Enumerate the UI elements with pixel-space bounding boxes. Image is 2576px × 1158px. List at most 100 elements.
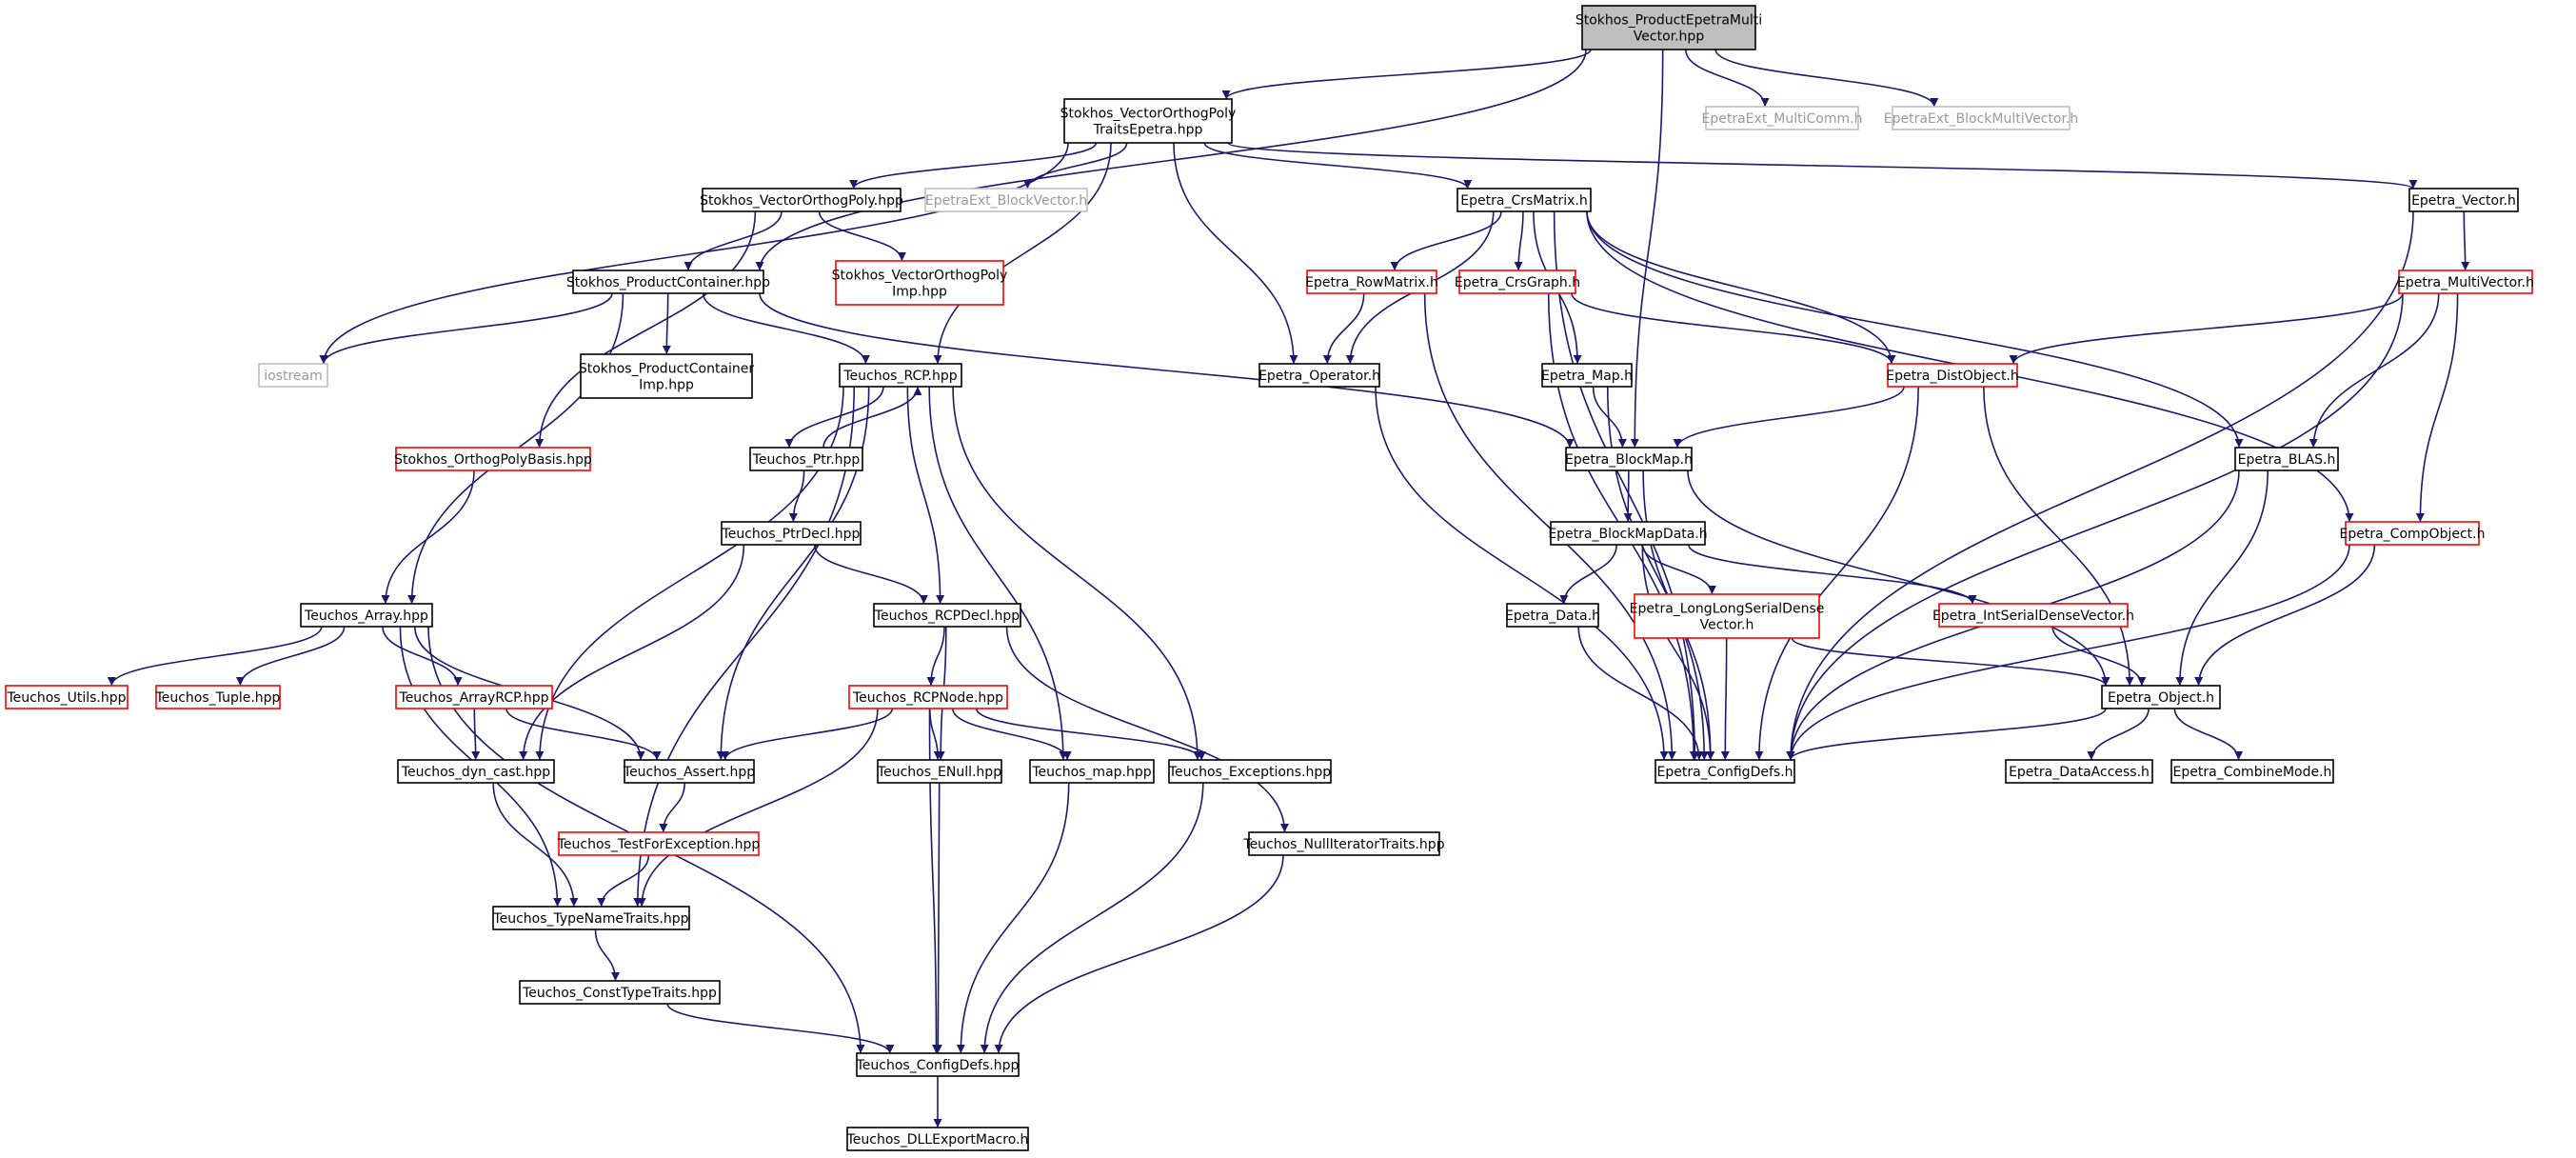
node-multicomm[interactable]: EpetraExt_MultiComm.h [1702,106,1863,130]
node-exceptions[interactable]: Teuchos_Exceptions.hpp [1168,759,1332,784]
node-assert[interactable]: Teuchos_Assert.hpp [623,759,755,784]
node-typename[interactable]: Teuchos_TypeNameTraits.hpp [492,906,690,930]
node-label: Stokhos_VectorOrthogPoly.hpp [700,193,903,209]
node-label: EpetraExt_BlockVector.h [925,193,1087,209]
edge-rcpnode-to-tmap [952,708,1072,761]
node-blockmapdata[interactable]: Epetra_BlockMapData.h [1548,521,1708,546]
edge-root-to-blockmap [1630,49,1664,449]
node-prodcont[interactable]: Stokhos_ProductContainer.hpp [566,270,770,294]
node-box [1458,270,1576,294]
node-label: Imp.hpp [892,285,947,300]
node-label: Teuchos_PtrDecl.hpp [722,527,861,542]
node-compobject[interactable]: Epetra_CompObject.h [2340,521,2486,546]
edge-votp-to-vector [1227,142,2418,190]
edge-object-to-combinemode [2173,708,2244,761]
node-consttype[interactable]: Teuchos_ConstTypeTraits.hpp [519,980,721,1005]
node-utils[interactable]: Teuchos_Utils.hpp [5,685,129,709]
node-box [155,685,281,709]
node-box [1248,831,1440,856]
edge-crsmatrix-to-crsgraph [1514,210,1524,271]
edge-crsmatrix-to-configdefs [1553,210,1699,761]
node-box [1506,603,1599,628]
edge-intserial-to-object [2051,626,2147,687]
node-ptr[interactable]: Teuchos_Ptr.hpp [749,447,863,471]
node-rcpnode[interactable]: Teuchos_RCPNode.hpp [848,685,1008,709]
edge-rcpnode-to-assert [721,708,894,761]
node-object[interactable]: Epetra_Object.h [2101,685,2221,709]
node-dllexport[interactable]: Teuchos_DLLExportMacro.h [846,1127,1029,1151]
node-crsmatrix[interactable]: Epetra_CrsMatrix.h [1456,188,1592,212]
edge-rcpdecl-to-rcpnode [926,626,945,687]
node-dyncast[interactable]: Teuchos_dyn_cast.hpp [397,759,555,784]
node-orthopoly[interactable]: Stokhos_OrthogPolyBasis.hpp [394,447,592,471]
node-arrayrcp[interactable]: Teuchos_ArrayRCP.hpp [395,685,553,709]
node-iostream[interactable]: iostream [258,363,328,388]
edge-exceptions-to-tconfigdefs [980,782,1204,1054]
node-box [1029,759,1155,784]
node-box [558,831,760,856]
node-label: Teuchos_dyn_cast.hpp [401,765,550,780]
node-label: Stokhos_VectorOrthogPoly [832,269,1008,284]
edge-prodcont-to-prodcontimp [662,292,671,355]
node-tconfigdefs[interactable]: Teuchos_ConfigDefs.hpp [856,1052,1020,1077]
node-box [924,188,1088,212]
node-data[interactable]: Epetra_Data.h [1505,603,1600,628]
node-blockvec[interactable]: EpetraExt_BlockVector.h [924,188,1088,212]
node-box [580,353,753,399]
edge-consttype-to-tconfigdefs [666,1003,895,1054]
node-combinemode[interactable]: Epetra_CombineMode.h [2170,759,2334,784]
edge-blockmapdata-to-intserial [1688,544,1977,605]
node-tmap[interactable]: Teuchos_map.hpp [1029,759,1155,784]
edge-votp-to-blockvec [1022,142,1128,190]
node-multivector[interactable]: Epetra_MultiVector.h [2397,270,2534,294]
node-label: Teuchos_map.hpp [1031,765,1151,780]
node-crsgraph[interactable]: Epetra_CrsGraph.h [1455,270,1580,294]
edge-votp-to-vop [849,142,1098,190]
node-label: Teuchos_Ptr.hpp [752,452,861,468]
node-nulliter[interactable]: Teuchos_NullIteratorTraits.hpp [1242,831,1445,856]
edge-rcpnode-to-typename [637,708,879,908]
node-label: Imp.hpp [639,378,694,393]
node-box [2345,521,2480,546]
node-box [2170,759,2334,784]
node-label: Teuchos_ConstTypeTraits.hpp [522,986,717,1001]
node-blas[interactable]: Epetra_BLAS.h [2234,447,2339,471]
node-label: Epetra_Map.h [1541,369,1633,384]
node-blockmap[interactable]: Epetra_BlockMap.h [1565,447,1693,471]
node-blockmv[interactable]: EpetraExt_BlockMultiVector.h [1884,106,2079,130]
node-distobject[interactable]: Epetra_DistObject.h [1886,363,2019,388]
edge-compobject-to-object [2194,544,2376,687]
node-configdefs[interactable]: Epetra_ConfigDefs.h [1655,759,1795,784]
edge-blas-to-object [2175,469,2269,687]
node-rcp[interactable]: Teuchos_RCP.hpp [839,363,962,388]
node-label: Stokhos_ProductEpetraMulti [1575,13,1762,29]
node-map[interactable]: Epetra_Map.h [1541,363,1633,388]
node-enull[interactable]: Teuchos_ENull.hpp [877,759,1002,784]
node-label: Teuchos_RCPNode.hpp [852,690,1003,706]
node-array[interactable]: Teuchos_Array.hpp [300,603,433,628]
edge-multivector-to-distobject [2009,292,2404,365]
edge-votp-to-crsmatrix [1203,142,1473,190]
node-tuple[interactable]: Teuchos_Tuple.hpp [155,685,281,709]
node-dataaccess[interactable]: Epetra_DataAccess.h [2005,759,2153,784]
edge-prodcont-to-rcp [702,292,870,365]
node-label: EpetraExt_BlockMultiVector.h [1884,111,2079,127]
node-operator[interactable]: Epetra_Operator.h [1258,363,1380,388]
node-vector[interactable]: Epetra_Vector.h [2408,188,2519,212]
node-rcpdecl[interactable]: Teuchos_RCPDecl.hpp [873,603,1021,628]
node-testforexc[interactable]: Teuchos_TestForException.hpp [557,831,761,856]
edge-assert-to-testforexc [659,782,685,833]
node-label: Epetra_DistObject.h [1886,369,2019,384]
edge-crsmatrix-to-distobject [1586,210,1896,365]
node-ptrdecl[interactable]: Teuchos_PtrDecl.hpp [721,521,862,546]
node-intserial[interactable]: Epetra_IntSerialDenseVector.h [1932,603,2134,628]
edge-ptr-to-ptrdecl [788,469,805,523]
node-vop[interactable]: Stokhos_VectorOrthogPoly.hpp [700,188,903,212]
node-rowmatrix[interactable]: Epetra_RowMatrix.h [1305,270,1438,294]
